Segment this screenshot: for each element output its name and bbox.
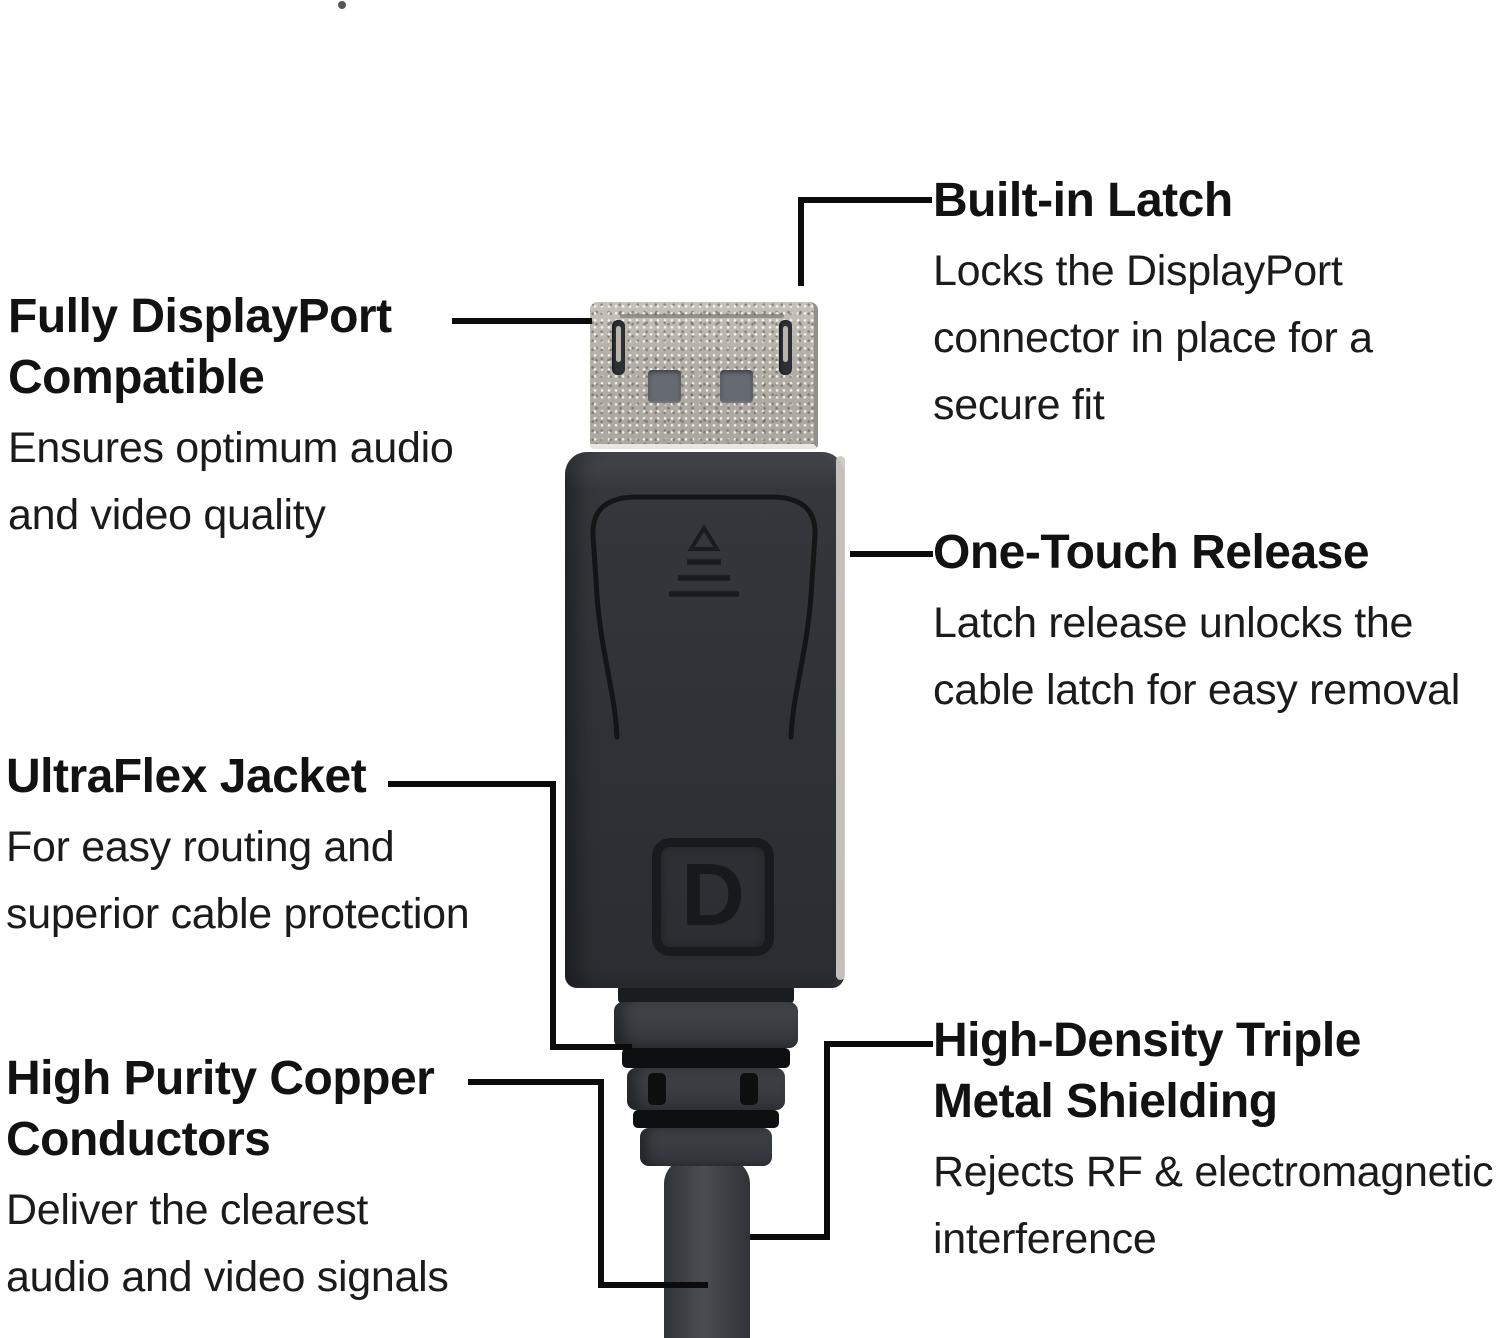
callout-high-density-triple-metal-shielding: High-Density Triple Metal Shielding Reje… <box>933 1010 1500 1273</box>
image-speck <box>338 1 346 9</box>
strain-relief-ring <box>622 1048 790 1068</box>
callout-title: UltraFlex Jacket <box>6 750 367 803</box>
leader-line-metal-shielding <box>824 1041 830 1240</box>
callout-description: Rejects RF & electromagnetic interferenc… <box>933 1148 1494 1263</box>
leader-line-built-in-latch <box>798 197 932 203</box>
leader-line-copper-conductors <box>468 1079 604 1085</box>
strain-relief-ring <box>614 1002 798 1048</box>
strain-relief-ring <box>633 1110 779 1128</box>
strain-relief-ring <box>640 1128 772 1166</box>
callout-title: One-Touch Release <box>933 526 1370 579</box>
eject-icon <box>669 524 739 597</box>
latch-tab-right <box>783 326 788 362</box>
callout-one-touch-release: One-Touch Release Latch release unlocks … <box>933 522 1500 724</box>
leader-line-one-touch-release <box>850 551 933 557</box>
strain-relief-ring <box>618 984 794 1004</box>
callout-description: Deliver the clearest audio and video sig… <box>6 1186 449 1301</box>
leader-line-copper-conductors <box>598 1079 604 1288</box>
callout-description: Locks the DisplayPort connector in place… <box>933 247 1373 429</box>
shell-top-groove <box>620 314 784 318</box>
displayport-logo-letter: D <box>681 845 745 944</box>
connector-body <box>565 452 844 988</box>
strain-relief-slot <box>648 1073 666 1105</box>
latch-tab-left <box>616 326 621 362</box>
latch-slot-right <box>779 320 792 375</box>
leader-line-copper-conductors <box>598 1282 708 1288</box>
leader-line-ultraflex-jacket <box>388 781 556 787</box>
callout-title: High Purity Copper Conductors <box>6 1052 435 1166</box>
connector-body-edge-highlight <box>836 456 845 980</box>
shell-hole-left <box>648 370 681 403</box>
release-button-groove <box>590 494 818 740</box>
callout-description: Latch release unlocks the cable latch fo… <box>933 599 1460 714</box>
callout-description: Ensures optimum audio and video quality <box>8 424 454 539</box>
leader-line-metal-shielding <box>824 1041 933 1047</box>
callout-ultraflex-jacket: UltraFlex Jacket For easy routing and su… <box>6 746 581 948</box>
latch-slot-left <box>612 320 625 375</box>
callout-description: For easy routing and superior cable prot… <box>6 823 470 938</box>
release-button-outline <box>590 494 818 740</box>
leader-line-ultraflex-jacket <box>550 781 556 1050</box>
leader-line-fully-compatible <box>452 318 592 324</box>
callout-fully-displayport-compatible: Fully DisplayPort Compatible Ensures opt… <box>8 286 583 549</box>
leader-line-ultraflex-jacket <box>550 1044 632 1050</box>
leader-line-built-in-latch <box>798 197 804 286</box>
connector-metal-shell <box>590 302 818 449</box>
cable <box>664 1158 750 1338</box>
callout-high-purity-copper-conductors: High Purity Copper Conductors Deliver th… <box>6 1048 581 1311</box>
strain-relief-slot <box>740 1073 758 1105</box>
callout-title: Built-in Latch <box>933 174 1233 227</box>
callout-built-in-latch: Built-in Latch Locks the DisplayPort con… <box>933 170 1500 439</box>
displayport-logo: D <box>652 838 774 956</box>
shell-hole-right <box>720 370 753 403</box>
leader-line-metal-shielding <box>750 1234 830 1240</box>
callout-title: Fully DisplayPort Compatible <box>8 290 392 404</box>
strain-relief-ring <box>627 1068 785 1110</box>
callout-title: High-Density Triple Metal Shielding <box>933 1014 1361 1128</box>
